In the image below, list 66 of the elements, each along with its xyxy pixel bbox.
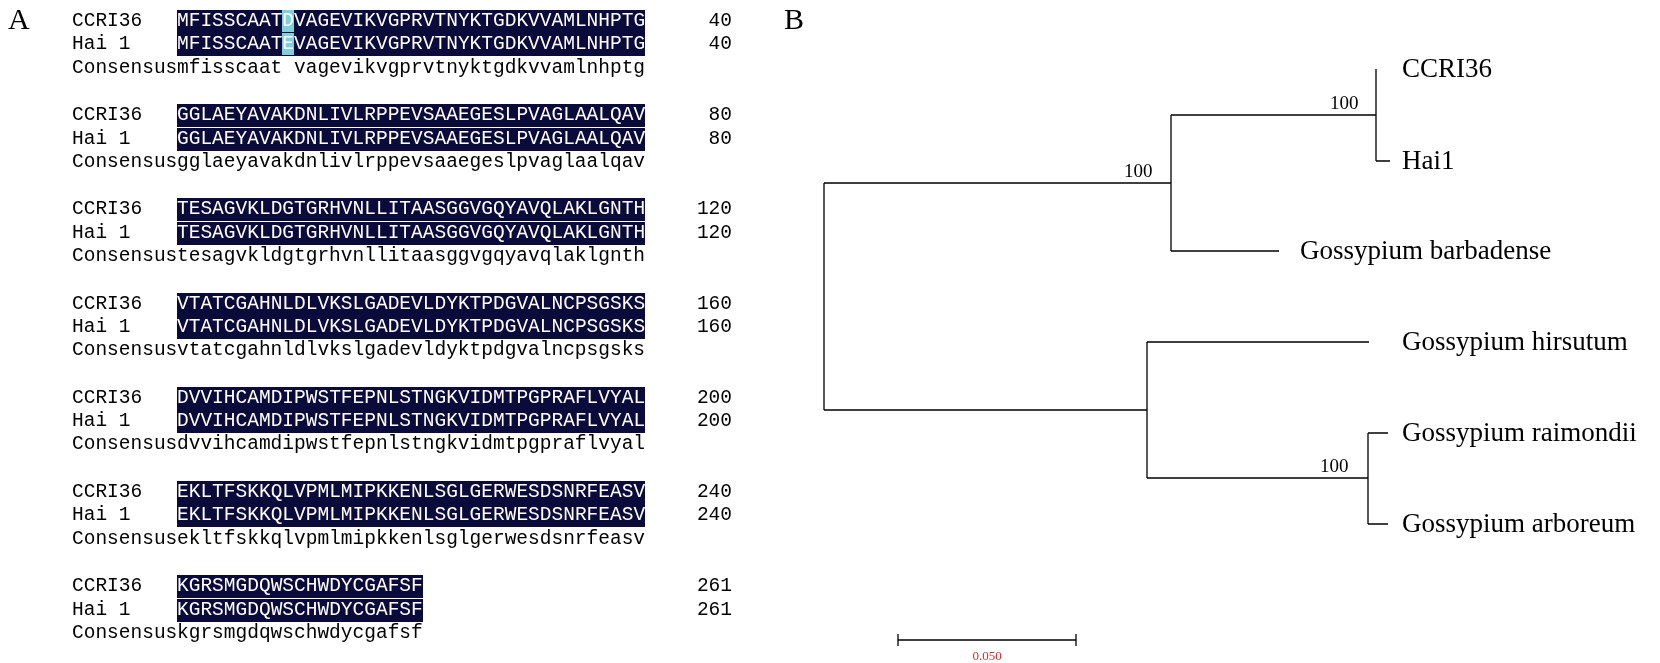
panel-label: A <box>8 2 30 36</box>
position-number: 160 <box>695 315 732 339</box>
sequence-name: Hai 1 <box>72 410 131 434</box>
sequence-name: CCRI36 <box>72 198 143 222</box>
taxon-label: Gossypium raimondii <box>1402 417 1637 449</box>
consensus-sequence: ekltfskkqlvpmlmipkkenlsglgerwesdsnrfeasv <box>177 527 646 551</box>
taxon-label: Gossypium arboreum <box>1402 508 1636 540</box>
sequence-name: Hai 1 <box>72 315 131 339</box>
consensus-sequence: gglaeyavakdnlivlrppevsaaegeslpvaglaalqav <box>177 150 646 174</box>
consensus-label: Consensus <box>72 245 178 268</box>
position-number: 160 <box>695 292 732 316</box>
bootstrap-value: 100 <box>1330 92 1359 114</box>
amino-acid-sequence: GGLAEYAVAKDNLIVLRPPEVSAAEGESLPVAGLAALQAV <box>177 104 646 128</box>
consensus-label: Consensus <box>72 150 178 174</box>
sequence-name: Hai 1 <box>72 221 131 245</box>
sequence-name: CCRI36 <box>72 481 143 504</box>
amino-acid-sequence: EKLTFSKKQLVPMLMIPKKENLSGLGERWESDSNRFEASV <box>177 481 646 504</box>
position-number: 240 <box>695 481 732 504</box>
consensus-label: Consensus <box>72 621 178 645</box>
position-number: 240 <box>695 504 732 528</box>
position-number: 261 <box>695 575 732 599</box>
consensus-sequence: dvvihcamdipwstfepnlstngkvidmtpgpraflvyal <box>177 433 646 457</box>
taxon-label: Gossypium hirsutum <box>1402 326 1628 358</box>
taxon-label: Hai1 <box>1402 145 1455 177</box>
position-number: 80 <box>707 127 732 151</box>
sequence-name: CCRI36 <box>72 10 143 33</box>
consensus-label: Consensus <box>72 527 178 551</box>
taxon-label: CCRI36 <box>1402 53 1493 85</box>
consensus-sequence: vtatcgahnldlvkslgadevldyktpdgvalncpsgsks <box>177 339 646 363</box>
position-number: 120 <box>695 221 732 245</box>
position-number: 200 <box>695 410 732 434</box>
amino-acid-sequence: DVVIHCAMDIPWSTFEPNLSTNGKVIDMTPGPRAFLVYAL <box>177 410 646 434</box>
amino-acid-sequence: VTATCGAHNLDLVKSLGADEVLDYKTPDGVALNCPSGSKS <box>177 315 646 339</box>
amino-acid-sequence: DVVIHCAMDIPWSTFEPNLSTNGKVIDMTPGPRAFLVYAL <box>177 386 646 410</box>
sequence-name: Hai 1 <box>72 33 131 57</box>
consensus-sequence: tesagvkldgtgrhvnllitaasggvgqyavqlaklgnth <box>177 245 646 268</box>
position-number: 80 <box>707 104 732 128</box>
bootstrap-value: 100 <box>1124 160 1153 182</box>
scale-value: 0.050 <box>972 648 1002 663</box>
sequence-name: Hai 1 <box>72 598 131 622</box>
amino-acid-sequence: TESAGVKLDGTGRHVNLLITAASGGVGQYAVQLAKLGNTH <box>177 198 646 222</box>
consensus-sequence: mfisscaat vagevikvgprvtnyktgdkvvamlnhptg <box>177 56 646 80</box>
position-number: 120 <box>695 198 732 222</box>
amino-acid-sequence: GGLAEYAVAKDNLIVLRPPEVSAAEGESLPVAGLAALQAV <box>177 127 646 151</box>
consensus-label: Consensus <box>72 433 178 457</box>
sequence-name: CCRI36 <box>72 575 143 599</box>
consensus-sequence: kgrsmgdqwschwdycgafsf <box>177 621 423 645</box>
position-number: 40 <box>707 33 732 57</box>
panel-label: B <box>784 2 804 36</box>
amino-acid-sequence: TESAGVKLDGTGRHVNLLITAASGGVGQYAVQLAKLGNTH <box>177 221 646 245</box>
position-number: 200 <box>695 386 732 410</box>
amino-acid-sequence: EKLTFSKKQLVPMLMIPKKENLSGLGERWESDSNRFEASV <box>177 504 646 528</box>
amino-acid-sequence: KGRSMGDQWSCHWDYCGAFSF <box>177 598 423 622</box>
sequence-name: Hai 1 <box>72 127 131 151</box>
amino-acid-sequence: VTATCGAHNLDLVKSLGADEVLDYKTPDGVALNCPSGSKS <box>177 292 646 316</box>
consensus-label: Consensus <box>72 339 178 363</box>
bootstrap-value: 100 <box>1320 455 1349 477</box>
sequence-name: CCRI36 <box>72 104 143 128</box>
sequence-name: CCRI36 <box>72 386 143 410</box>
position-number: 261 <box>695 598 732 622</box>
amino-acid-sequence: KGRSMGDQWSCHWDYCGAFSF <box>177 575 423 599</box>
consensus-label: Consensus <box>72 56 178 80</box>
position-number: 40 <box>707 10 732 33</box>
sequence-name: CCRI36 <box>72 292 143 316</box>
sequence-name: Hai 1 <box>72 504 131 528</box>
taxon-label: Gossypium barbadense <box>1300 235 1552 267</box>
